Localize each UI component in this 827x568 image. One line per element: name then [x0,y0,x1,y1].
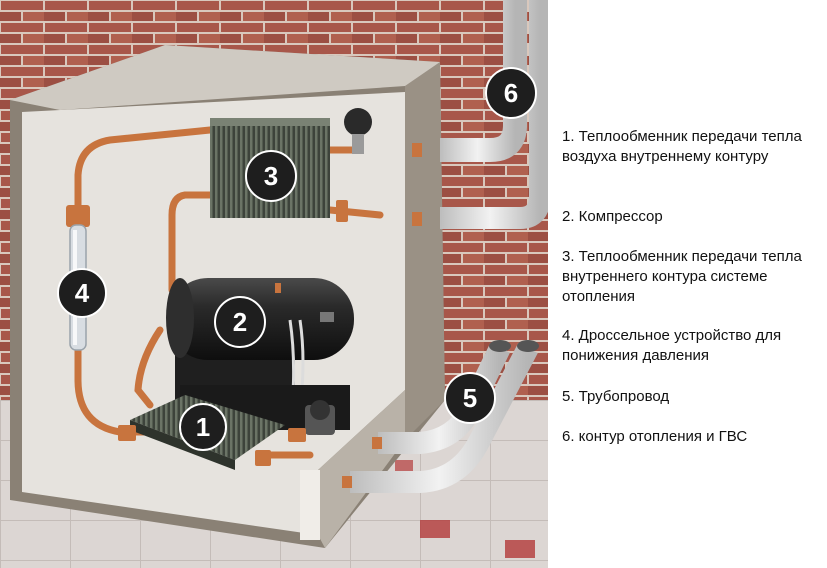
legend-item-4: 4. Дроссельное устройство для понижения … [562,327,782,364]
legend-item-5: 5. Трубопровод [562,388,670,405]
marker-3-label: 3 [264,161,278,191]
marker-6: 6 [485,67,537,119]
marker-6-label: 6 [504,78,518,108]
legend-item-3: 3. Теплообменник передачи тепла внутренн… [562,248,802,305]
marker-1: 1 [179,403,227,451]
heating-circuit-pipes [412,0,548,229]
legend-item-1: 1. Теплообменник передачи тепла воздуха … [562,128,802,165]
legend-item-2: 2. Компрессор [562,208,663,225]
legend: 1. Теплообменник передачи тепла воздуха … [562,0,824,568]
marker-5: 5 [444,372,496,424]
legend-item-6: 6. контур отопления и ГВС [562,428,748,445]
marker-1-label: 1 [196,412,210,442]
marker-2-label: 2 [233,307,247,337]
heat-pump-illustration: 1 2 3 4 5 6 [0,0,548,568]
marker-4-label: 4 [75,278,90,308]
marker-3: 3 [245,150,297,202]
heat-pump-svg: 1 2 3 4 5 6 [0,0,548,568]
marker-5-label: 5 [463,383,477,413]
marker-2: 2 [214,296,266,348]
marker-4: 4 [57,268,107,318]
